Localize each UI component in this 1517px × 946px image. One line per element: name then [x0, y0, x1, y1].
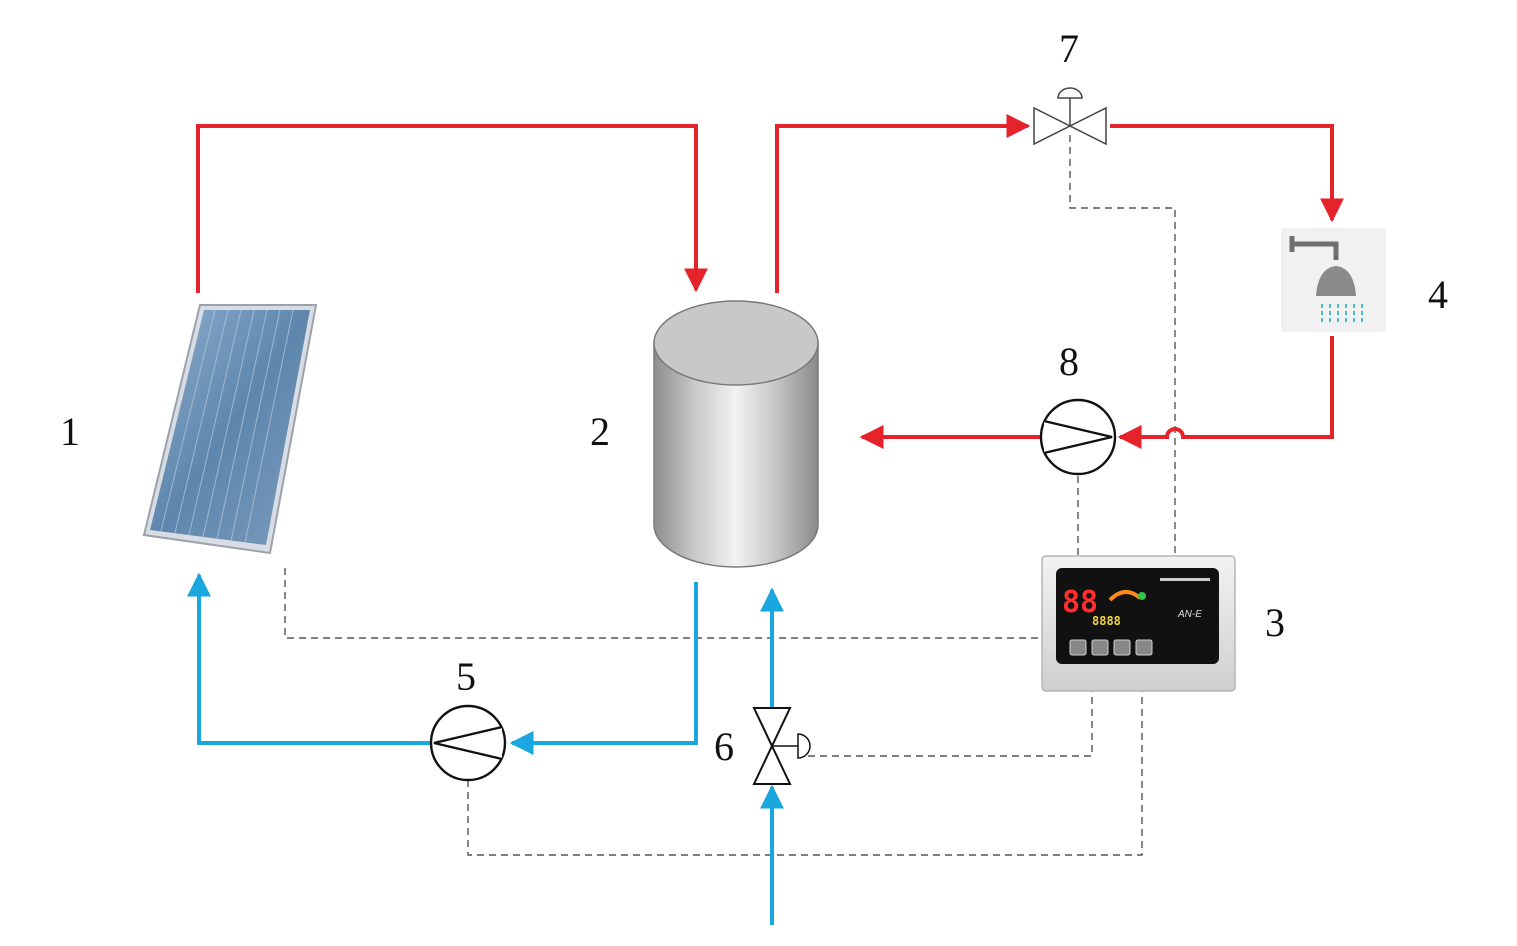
control-line-pump5	[467, 690, 1143, 856]
hot-line-tank-to-valve7	[775, 114, 1031, 293]
controller-brand: AN-E	[1177, 609, 1202, 620]
hot-line-shower-to-pump8	[1117, 336, 1334, 449]
controller-icon: 88 8888 AN-E	[1041, 555, 1236, 692]
control-line-valve6	[808, 690, 1093, 757]
three-way-valve-icon-outlet	[1033, 87, 1107, 146]
component-labels: 1 2 3 4 5 6 7 8	[60, 26, 1448, 769]
cold-line-pump5-to-collector	[187, 572, 430, 745]
label-collector: 1	[60, 409, 80, 454]
controller-button-4	[1135, 639, 1153, 656]
hot-line-collector-to-tank	[196, 124, 708, 293]
cold-line-tank-to-pump5	[509, 582, 698, 755]
controller-button-1	[1069, 639, 1087, 656]
control-line-collector	[284, 568, 1045, 639]
control-line-valve7	[1069, 135, 1176, 556]
three-way-valve-icon	[752, 707, 811, 785]
label-pump-collector: 5	[456, 654, 476, 699]
storage-tank-icon	[653, 300, 819, 568]
control-lines	[284, 135, 1176, 856]
label-controller: 3	[1265, 600, 1285, 645]
pump-icon	[429, 704, 507, 782]
hot-line-valve7-to-shower	[1110, 124, 1344, 223]
cold-water-lines	[187, 572, 784, 925]
label-shower: 4	[1428, 272, 1448, 317]
solar-panel-icon	[142, 304, 318, 555]
label-pump-return: 8	[1059, 339, 1079, 384]
label-valve-inlet: 6	[714, 724, 734, 769]
hot-water-lines	[196, 114, 1344, 449]
label-valve-outlet: 7	[1059, 26, 1079, 71]
controller-big-digits: 88	[1062, 585, 1098, 620]
pump-icon-return	[1039, 398, 1117, 476]
controller-small-digits: 8888	[1092, 614, 1121, 628]
shower-icon	[1281, 228, 1386, 332]
controller-button-2	[1091, 639, 1109, 656]
label-tank: 2	[590, 409, 610, 454]
controller-button-3	[1113, 639, 1131, 656]
